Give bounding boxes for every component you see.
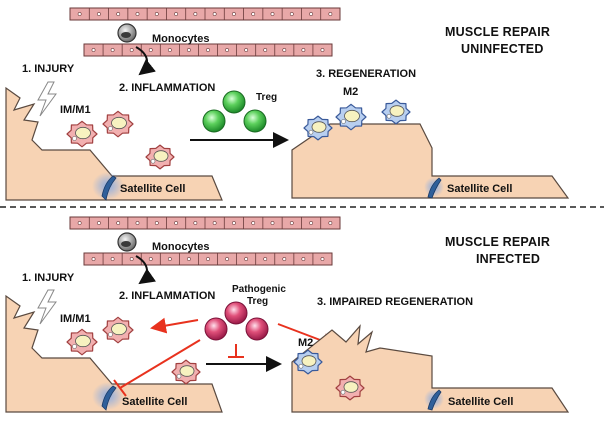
satellite-cell <box>92 172 124 201</box>
macrophage-cell-icon <box>335 375 365 401</box>
panel-title-line1: MUSCLE REPAIR <box>445 235 550 249</box>
pathogenic-treg-label-line2: Treg <box>247 296 268 307</box>
treg-cell-icon <box>204 301 269 341</box>
macrophage-cell-icon <box>171 359 201 385</box>
blood-vessel-lower <box>83 43 333 57</box>
satellite-cell <box>424 389 444 411</box>
inhibit-bar <box>113 379 127 397</box>
monocyte-extravasation-arrow <box>135 255 157 285</box>
satellite-cell <box>424 177 444 199</box>
satellite-cell-label: Satellite Cell <box>447 183 512 195</box>
im-m1-label: IM/M1 <box>60 313 91 325</box>
macrophage-cell-icon <box>293 349 323 375</box>
step-regeneration-label: 3. REGENERATION <box>316 68 416 80</box>
macrophage-cell-icon <box>66 120 98 148</box>
panel-title-line1: MUSCLE REPAIR <box>445 25 550 39</box>
pathogenic-treg-label-line1: Pathogenic <box>232 284 286 295</box>
im-m1-label: IM/M1 <box>60 104 91 116</box>
treg-cell-icon <box>202 90 267 133</box>
macrophage-cell-icon <box>303 115 333 141</box>
macrophage-cell-icon <box>102 110 134 138</box>
step-inflammation-label: 2. INFLAMMATION <box>119 82 215 94</box>
monocyte-extravasation-arrow <box>135 46 156 76</box>
macrophage-cell-icon <box>145 144 175 170</box>
step-injury-label: 1. INJURY <box>22 63 75 75</box>
step-impaired-regeneration-label: 3. IMPAIRED REGENERATION <box>317 296 473 308</box>
monocytes-label: Monocytes <box>152 33 209 45</box>
m2-label: M2 <box>343 86 358 98</box>
monocytes-label: Monocytes <box>152 241 209 253</box>
panel-title-line2: INFECTED <box>476 252 540 266</box>
treg-to-m1-arrow <box>150 317 199 334</box>
blood-vessel-upper <box>69 216 341 230</box>
step-injury-label: 1. INJURY <box>22 272 75 284</box>
panel-infected: Monocytes MUSCLE REPAIR INFECTED 1. INJU… <box>5 216 570 413</box>
macrophage-cell-icon <box>102 316 134 344</box>
blood-vessel-upper <box>69 7 341 21</box>
injured-muscle-fiber <box>5 86 223 201</box>
satellite-cell-label: Satellite Cell <box>120 183 185 195</box>
injured-muscle-fiber <box>5 294 223 413</box>
panel-uninfected: Monocytes MUSCLE REPAIR UNINFECTED 1. IN… <box>5 7 570 201</box>
macrophage-cell-icon <box>381 99 411 125</box>
panel-title-line2: UNINFECTED <box>461 42 544 56</box>
satellite-cell <box>92 382 124 411</box>
macrophage-cell-icon <box>335 103 367 131</box>
step-inflammation-label: 2. INFLAMMATION <box>119 290 215 302</box>
macrophage-cell-icon <box>66 328 98 356</box>
satellite-cell-label: Satellite Cell <box>122 396 187 408</box>
monocyte-cell-icon <box>117 23 137 43</box>
regenerating-muscle-fiber <box>291 123 570 199</box>
lightning-bolt-icon <box>37 81 57 117</box>
treg-label: Treg <box>256 92 277 103</box>
satellite-cell-label: Satellite Cell <box>448 396 513 408</box>
m2-label: M2 <box>298 337 313 349</box>
monocyte-cell-icon <box>117 232 137 252</box>
treg-to-satellite-inhibit-arrow <box>119 339 201 389</box>
blood-vessel-lower <box>83 252 333 266</box>
lightning-bolt-icon <box>37 289 57 325</box>
